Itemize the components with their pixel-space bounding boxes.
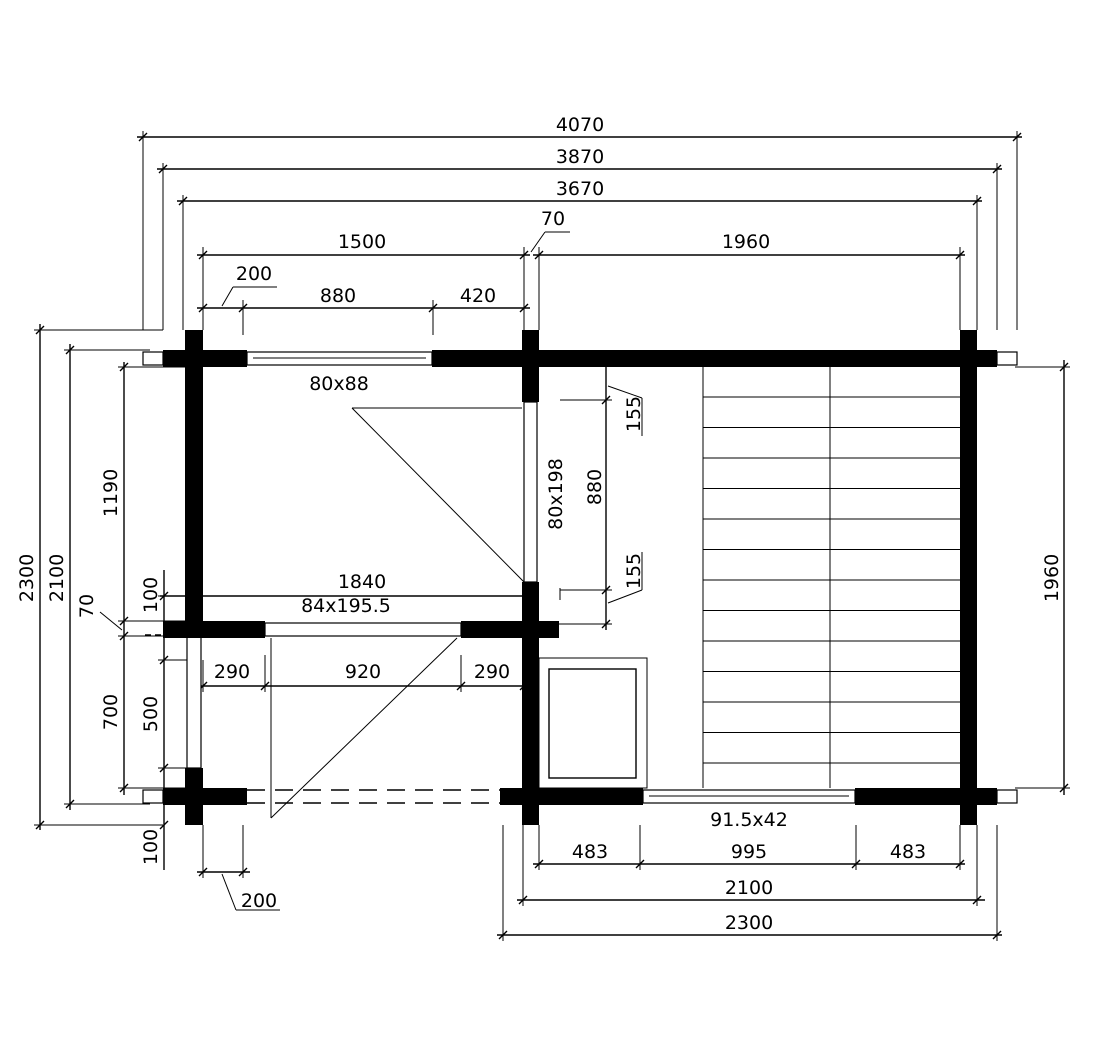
door-swings [270, 407, 525, 819]
dim-2100-left: 2100 [46, 554, 68, 602]
dim-420: 420 [460, 285, 496, 307]
dim-1500: 1500 [338, 231, 386, 253]
dim-2300-left: 2300 [16, 554, 38, 602]
dim-700: 700 [100, 694, 122, 730]
bottom-dimension-lines [197, 825, 1002, 941]
dim-2300-bottom: 2300 [725, 912, 773, 934]
dim-2100-bottom: 2100 [725, 877, 773, 899]
label-window-bottom: 91.5x42 [710, 809, 788, 831]
dim-200-top: 200 [236, 263, 272, 285]
stove-box [538, 657, 648, 789]
dim-155-upper: 155 [623, 396, 645, 432]
dim-290-left: 290 [214, 661, 250, 683]
dim-1960-right: 1960 [1041, 554, 1063, 602]
dim-70-left: 70 [76, 594, 98, 618]
walls [142, 330, 1018, 825]
dim-3870: 3870 [556, 146, 604, 168]
dim-1960-top: 1960 [722, 231, 770, 253]
dim-290-right: 290 [474, 661, 510, 683]
right-dimension-lines [540, 360, 1070, 795]
dim-483-right: 483 [890, 841, 926, 863]
top-dimension-lines [137, 131, 1022, 335]
dim-880-right: 880 [584, 469, 606, 505]
dim-70-top: 70 [541, 208, 565, 230]
middle-dimension-lines [160, 595, 530, 692]
dim-200-bottom: 200 [241, 890, 277, 912]
label-door-entry: 84x195.5 [301, 595, 391, 617]
dim-155-lower: 155 [623, 553, 645, 589]
dim-3670: 3670 [556, 178, 604, 200]
dim-483-left: 483 [572, 841, 608, 863]
dim-100-upper: 100 [140, 577, 162, 613]
dim-1190: 1190 [100, 469, 122, 517]
dim-995: 995 [731, 841, 767, 863]
dim-4070: 4070 [556, 114, 604, 136]
floorboards [702, 367, 960, 788]
dim-1840: 1840 [338, 571, 386, 593]
dim-880-top: 880 [320, 285, 356, 307]
label-window-top: 80x88 [309, 373, 369, 395]
label-door-inner: 80x198 [545, 458, 567, 530]
dim-100-lower: 100 [140, 829, 162, 865]
dimension-labels: 4070 3870 3670 1500 70 1960 200 880 420 … [16, 114, 1063, 934]
dim-500: 500 [140, 696, 162, 732]
dim-920: 920 [345, 661, 381, 683]
